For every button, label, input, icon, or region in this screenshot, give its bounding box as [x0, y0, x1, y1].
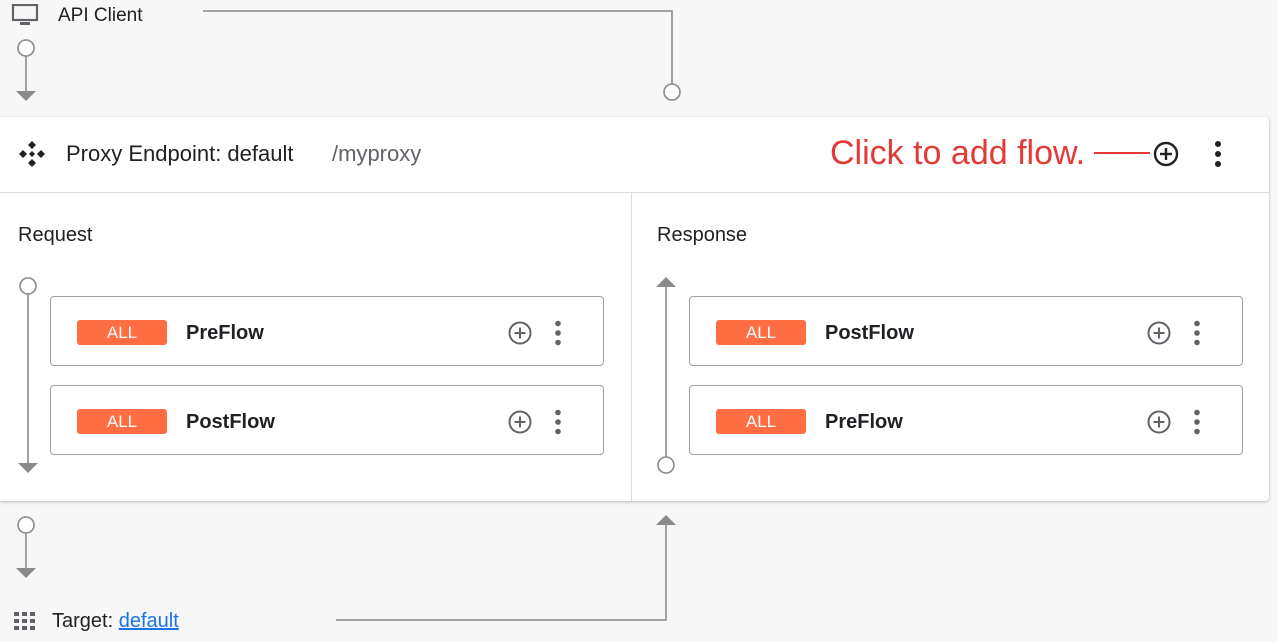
- column-divider: [631, 193, 632, 501]
- request-flow-postflow[interactable]: ALL PostFlow: [50, 385, 604, 455]
- flow-name: PreFlow: [825, 411, 903, 433]
- method-badge: ALL: [716, 409, 806, 434]
- target-default-link[interactable]: default: [118, 610, 179, 632]
- endpoint-diamond-icon: [19, 141, 45, 167]
- flow-more-menu-icon[interactable]: [549, 409, 567, 435]
- flow-name: PostFlow: [186, 411, 275, 433]
- request-title: Request: [18, 224, 93, 246]
- method-badge: ALL: [716, 320, 806, 345]
- response-flow-arrow: [656, 277, 676, 474]
- flow-more-menu-icon[interactable]: [1188, 409, 1206, 435]
- flow-name: PostFlow: [825, 322, 914, 344]
- request-flow-preflow[interactable]: ALL PreFlow: [50, 296, 604, 366]
- method-badge: ALL: [77, 409, 167, 434]
- target-prefix: Target:: [52, 610, 114, 632]
- card-header: Proxy Endpoint: default /myproxy Click t…: [0, 117, 1269, 193]
- endpoint-title: Proxy Endpoint: default: [66, 141, 294, 166]
- add-step-icon[interactable]: [507, 409, 533, 435]
- flow-name: PreFlow: [186, 322, 264, 344]
- add-step-icon[interactable]: [1146, 320, 1172, 346]
- request-flow-arrow: [18, 277, 38, 473]
- flow-more-menu-icon[interactable]: [549, 320, 567, 346]
- add-flow-hint: Click to add flow.: [830, 134, 1086, 172]
- add-flow-button[interactable]: [1152, 140, 1180, 168]
- response-flow-preflow[interactable]: ALL PreFlow: [689, 385, 1243, 455]
- grid-icon: [14, 612, 35, 630]
- endpoint-more-menu-icon[interactable]: [1206, 140, 1230, 168]
- api-client-label: API Client: [58, 5, 143, 26]
- method-badge: ALL: [77, 320, 167, 345]
- response-flow-postflow[interactable]: ALL PostFlow: [689, 296, 1243, 366]
- add-step-icon[interactable]: [507, 320, 533, 346]
- response-title: Response: [657, 224, 748, 246]
- hint-pointer-line: [1094, 152, 1150, 154]
- proxy-endpoint-card: Proxy Endpoint: default /myproxy Click t…: [0, 117, 1269, 501]
- endpoint-path: /myproxy: [332, 141, 422, 166]
- flow-more-menu-icon[interactable]: [1188, 320, 1206, 346]
- add-step-icon[interactable]: [1146, 409, 1172, 435]
- target-label: Target: default: [52, 609, 179, 633]
- monitor-icon: [11, 4, 39, 25]
